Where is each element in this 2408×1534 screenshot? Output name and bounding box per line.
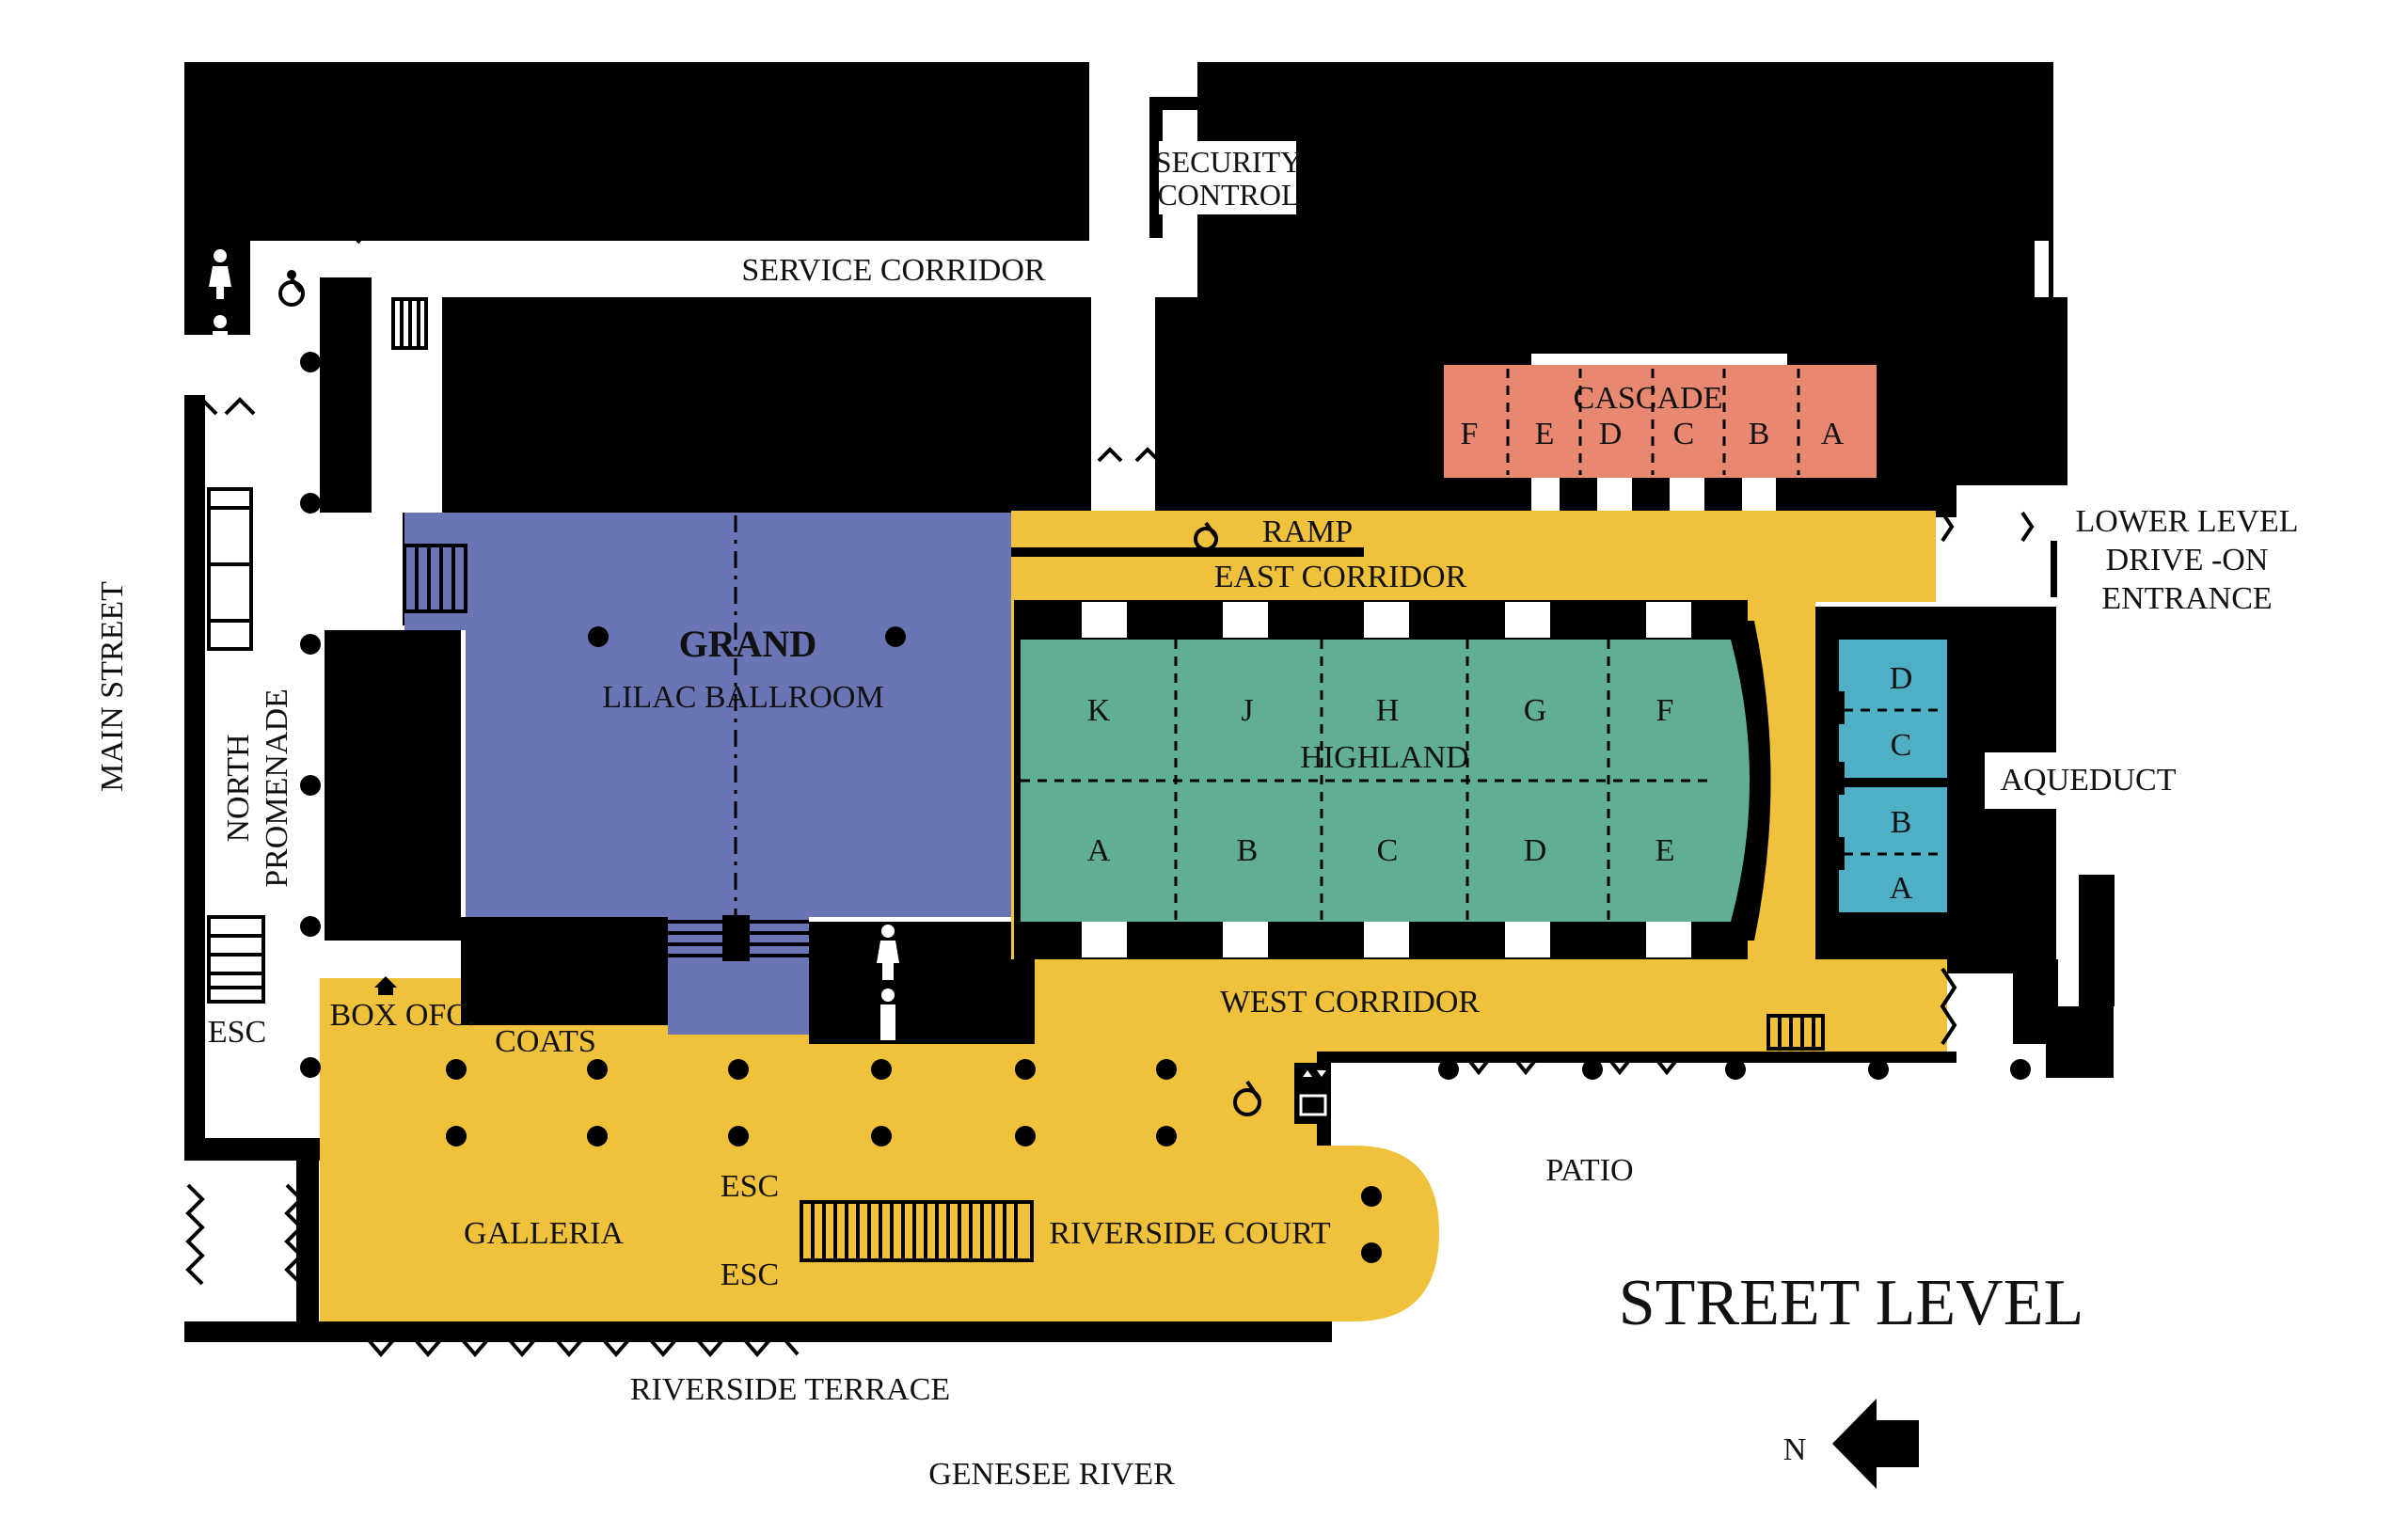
restroom-icon-cascade bbox=[1339, 443, 1414, 500]
service-stairs bbox=[391, 297, 428, 350]
ramp-west-label: RAMP bbox=[377, 380, 412, 470]
accessible-icon bbox=[278, 270, 305, 307]
highland-section-g: G bbox=[1524, 693, 1547, 728]
highland-section-f: F bbox=[1656, 693, 1674, 728]
aqueduct-section-a: A bbox=[1890, 871, 1913, 906]
north-promenade-label-2: PROMENADE bbox=[260, 688, 294, 888]
esc-lower-label: ESC bbox=[721, 1257, 779, 1292]
highland-top-letters: K J H G F bbox=[1087, 693, 1674, 728]
aqueduct-section-c: C bbox=[1891, 728, 1912, 763]
aqueduct-doors bbox=[1820, 691, 1845, 870]
highland-section-h: H bbox=[1376, 693, 1400, 728]
galleria-label: GALLERIA bbox=[464, 1216, 624, 1251]
highland-section-k: K bbox=[1087, 693, 1111, 728]
cascade-doors bbox=[1488, 478, 1814, 511]
promenade-stairs bbox=[207, 487, 265, 1004]
aqueduct-section-b: B bbox=[1891, 805, 1912, 840]
cascade-label[interactable]: CASCADE bbox=[1574, 381, 1723, 416]
box-office-marker bbox=[374, 976, 397, 995]
highland-section-d: D bbox=[1524, 833, 1547, 868]
cascade-section-c: C bbox=[1673, 417, 1695, 451]
columns bbox=[300, 352, 2031, 1263]
ramp-west bbox=[329, 282, 369, 513]
highland-dividers bbox=[1021, 640, 1712, 922]
aqueduct-dividers bbox=[1844, 708, 1945, 856]
lower-level-label-2: DRIVE -ON bbox=[2106, 543, 2269, 577]
elevator-icon bbox=[1294, 1063, 1330, 1124]
highland-section-b: B bbox=[1237, 833, 1259, 868]
grand-label[interactable]: GRAND bbox=[679, 623, 817, 665]
ramp-east bbox=[1011, 547, 1364, 557]
west-corridor-label: WEST CORRIDOR bbox=[1220, 985, 1480, 1020]
north-label: N bbox=[1783, 1432, 1807, 1467]
riverside-stairs bbox=[800, 1200, 1034, 1262]
cascade-section-a: A bbox=[1821, 417, 1845, 451]
lilac-ballroom-label[interactable]: LILAC BALLROOM bbox=[602, 680, 883, 715]
lower-level-label-1: LOWER LEVEL bbox=[2076, 504, 2299, 539]
highland-room[interactable] bbox=[1021, 640, 1731, 922]
highland-section-a: A bbox=[1087, 833, 1111, 868]
aqueduct-letters: D C B A bbox=[1890, 661, 1913, 906]
aqueduct-label[interactable]: AQUEDUCT bbox=[2001, 763, 2177, 798]
coats-marker bbox=[534, 1004, 557, 1023]
street-level-title: STREET LEVEL bbox=[1619, 1267, 2083, 1339]
accessible-icon-ramp-east bbox=[1194, 521, 1218, 551]
ballroom-stairs-top bbox=[403, 544, 467, 613]
highland-curve bbox=[1731, 640, 1750, 922]
box-office-label: BOX OFC. bbox=[330, 998, 476, 1033]
cascade-room[interactable] bbox=[1444, 365, 1877, 478]
esc-upper-label: ESC bbox=[721, 1169, 779, 1204]
exterior-stairs bbox=[2079, 878, 2114, 975]
accessible-icon-ramp-west bbox=[383, 476, 407, 503]
riverside-court-label: RIVERSIDE COURT bbox=[1049, 1216, 1330, 1251]
east-corridor-label: EAST CORRIDOR bbox=[1214, 560, 1467, 594]
cascade-section-f: F bbox=[1461, 417, 1479, 451]
aqueduct-label-box bbox=[1985, 752, 2192, 809]
security-control-label-1: SECURITY bbox=[1155, 145, 1302, 179]
corridor-windows bbox=[1082, 602, 1691, 957]
highland-section-j: J bbox=[1241, 693, 1253, 728]
patio-label: PATIO bbox=[1545, 1153, 1633, 1188]
highland-section-e: E bbox=[1656, 833, 1675, 868]
west-corridor-stairs bbox=[1766, 1014, 1825, 1051]
highland-section-c: C bbox=[1377, 833, 1399, 868]
aqueduct-room[interactable] bbox=[1839, 640, 1947, 912]
north-promenade-label-1: NORTH bbox=[221, 734, 256, 842]
riverside-terrace-label: RIVERSIDE TERRACE bbox=[630, 1372, 950, 1407]
coats-label: COATS bbox=[495, 1024, 596, 1059]
accessible-icon-west bbox=[1233, 1080, 1261, 1116]
cascade-section-b: B bbox=[1749, 417, 1770, 451]
security-control-label-2: CONTROL bbox=[1157, 178, 1299, 212]
lower-level-label-3: ENTRANCE bbox=[2101, 581, 2272, 616]
cascade-section-e: E bbox=[1535, 417, 1555, 451]
main-street-label: MAIN STREET bbox=[95, 581, 130, 792]
cascade-dividers bbox=[1506, 369, 1800, 475]
cascade-section-d: D bbox=[1599, 417, 1623, 451]
restroom-icon-west bbox=[877, 925, 899, 1040]
restroom-icon bbox=[209, 249, 231, 367]
service-corridor-label: SERVICE CORRIDOR bbox=[741, 253, 1045, 288]
security-control-box bbox=[1159, 141, 1296, 214]
esc-left-label: ESC bbox=[208, 1015, 266, 1050]
ballroom-stairs-bottom bbox=[668, 915, 809, 961]
door-marks bbox=[185, 214, 2035, 1358]
cascade-letters: F E D C B A bbox=[1461, 417, 1845, 451]
highland-bottom-letters: A B C D E bbox=[1087, 833, 1675, 868]
aqueduct-section-d: D bbox=[1890, 661, 1913, 696]
ramp-east-label: RAMP bbox=[1262, 514, 1353, 549]
grand-lilac-ballroom[interactable] bbox=[404, 513, 1011, 1035]
north-arrow-icon bbox=[1832, 1399, 1919, 1489]
genesee-river-label: GENESEE RIVER bbox=[928, 1457, 1175, 1492]
highland-label[interactable]: HIGHLAND bbox=[1300, 740, 1468, 775]
